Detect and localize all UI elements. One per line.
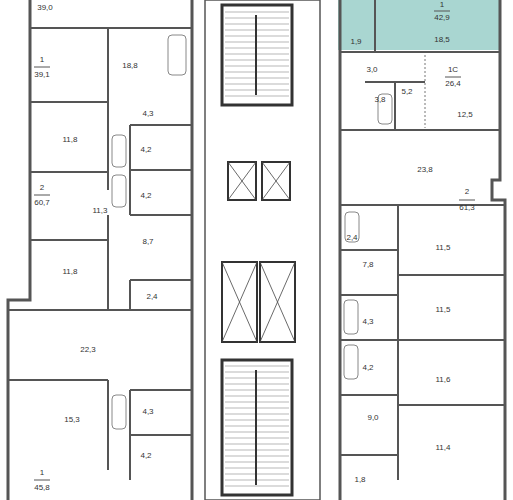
area-label: 2,4 — [146, 293, 157, 301]
area-label: 22,3 — [80, 346, 96, 354]
area-label: 61,3 — [459, 204, 475, 212]
area-label: 45,8 — [34, 484, 50, 492]
stair-step — [225, 486, 289, 487]
area-label: 39,0 — [37, 4, 53, 12]
highlighted-apartment — [338, 0, 500, 50]
area-label: 1,9 — [350, 38, 361, 46]
area-label: 11,5 — [436, 244, 451, 252]
area-label: 12,5 — [457, 111, 473, 119]
area-label: 1 — [40, 56, 44, 64]
zone-lines — [425, 55, 426, 128]
area-label: 3,0 — [366, 66, 377, 74]
area-label: 15,3 — [64, 416, 80, 424]
area-label: 1 — [440, 1, 444, 9]
area-label: 11,6 — [436, 376, 451, 384]
area-label: 11,5 — [436, 306, 451, 314]
core — [205, 0, 320, 500]
outer-walls — [8, 0, 505, 500]
area-label: 11,4 — [436, 444, 451, 452]
area-label: 11,3 — [93, 207, 108, 215]
area-label: 9,0 — [367, 414, 378, 422]
stair-step — [225, 366, 289, 367]
area-label: 26,4 — [445, 80, 461, 88]
area-label: 1,8 — [354, 476, 365, 484]
area-label: 3,8 — [374, 96, 385, 104]
area-label: 39,1 — [34, 71, 50, 79]
area-label: 5,2 — [401, 88, 412, 96]
area-label: 23,8 — [417, 166, 433, 174]
area-label: 7,8 — [362, 261, 373, 269]
area-label: 4,3 — [142, 408, 153, 416]
area-label: 8,7 — [142, 238, 153, 246]
area-label: 4,2 — [362, 364, 373, 372]
stair-step — [225, 12, 289, 13]
area-label: 11,8 — [63, 136, 78, 144]
area-label: 18,8 — [122, 62, 138, 70]
area-label: 11,8 — [63, 268, 78, 276]
area-label: 60,7 — [34, 199, 50, 207]
area-label: 4,3 — [362, 318, 373, 326]
area-label: 2,4 — [346, 234, 357, 242]
area-label: 2 — [465, 188, 469, 196]
area-label: 4,2 — [140, 192, 151, 200]
area-label: 4,2 — [140, 146, 151, 154]
area-label: 1С — [448, 66, 458, 74]
area-label: 2 — [40, 184, 44, 192]
area-label: 1 — [40, 469, 44, 477]
area-label: 4,2 — [140, 452, 151, 460]
area-label: 18,5 — [434, 36, 450, 44]
area-label: 4,3 — [142, 110, 153, 118]
stair-step — [225, 96, 289, 97]
area-label: 42,9 — [434, 14, 450, 22]
